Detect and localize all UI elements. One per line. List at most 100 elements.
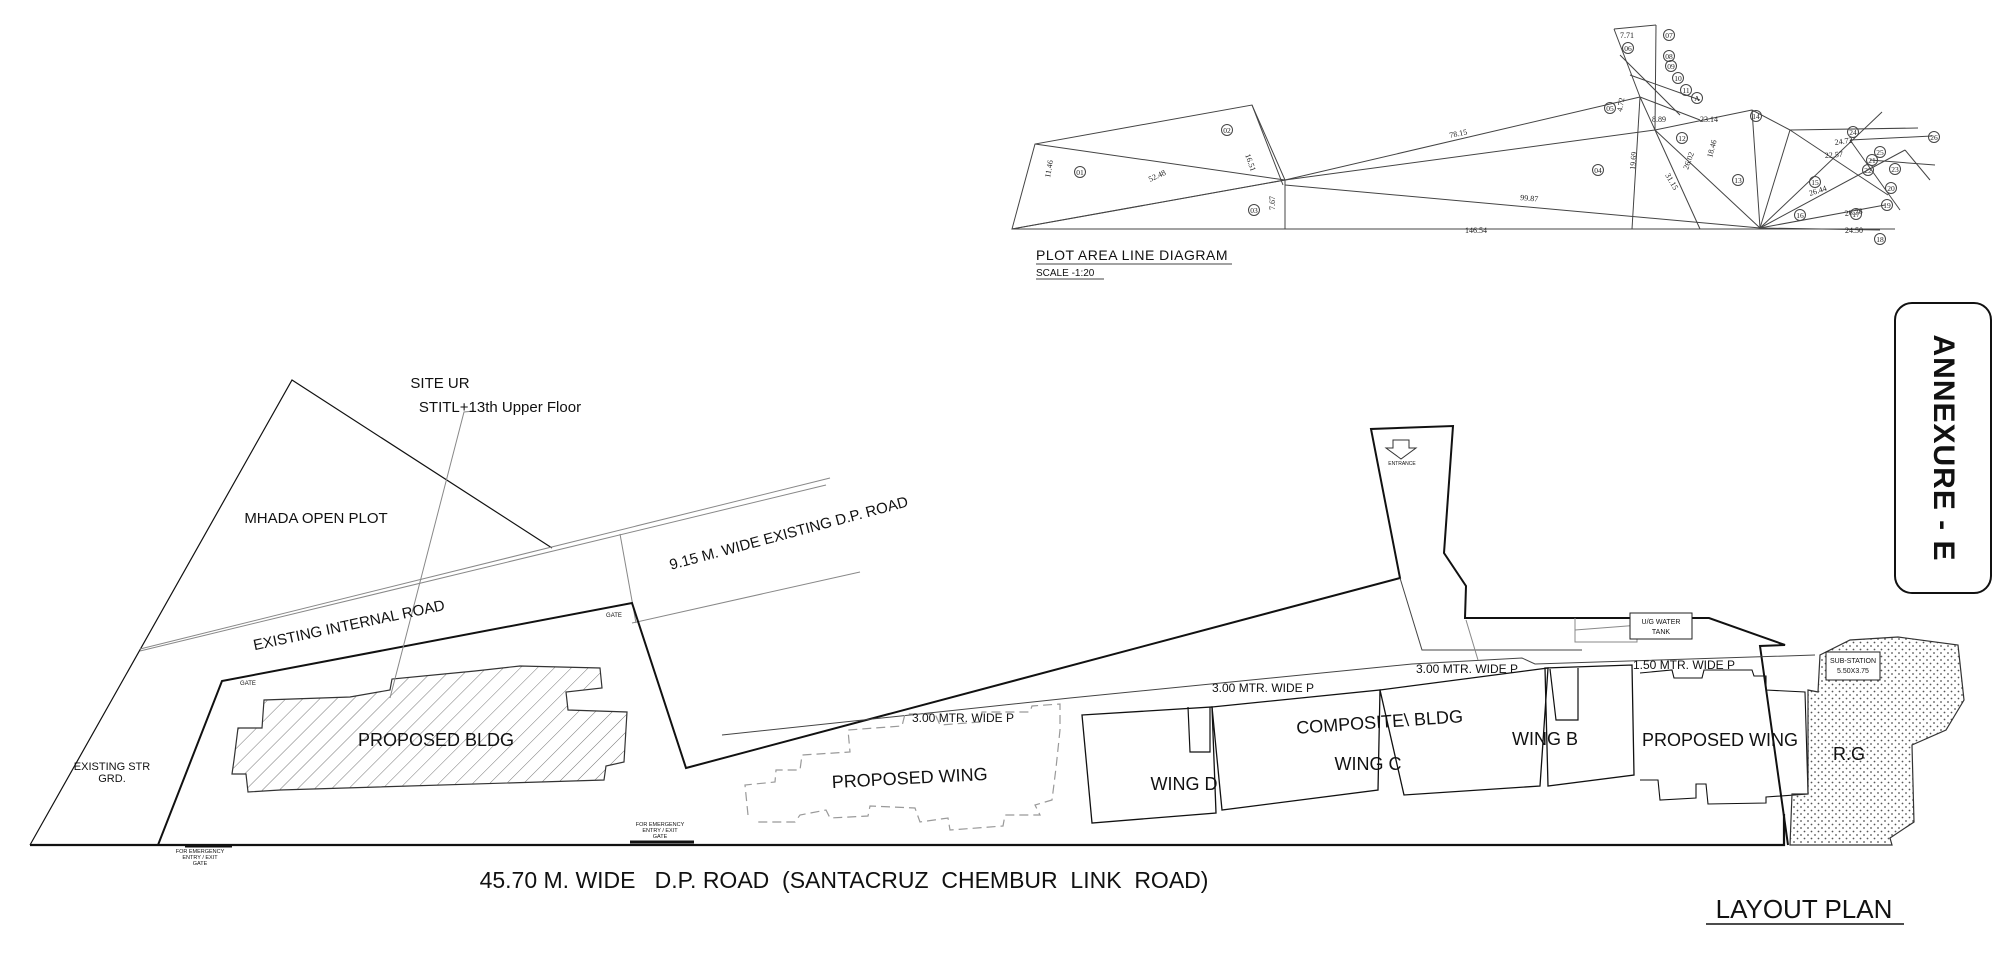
existing-str-label: EXISTING STR bbox=[74, 761, 150, 773]
layout-plan: SITE UR STITL+13th Upper Floor MHADA OPE… bbox=[29, 375, 1965, 925]
substation-box bbox=[1825, 651, 1881, 681]
point-marker: 07 bbox=[1663, 29, 1675, 41]
svg-text:22: 22 bbox=[1864, 166, 1872, 175]
dim-label: 16.51 bbox=[1243, 153, 1258, 173]
point-marker: 12 bbox=[1676, 132, 1688, 144]
point-marker: 24 bbox=[1847, 126, 1859, 138]
project-plot-boundary bbox=[157, 424, 1789, 846]
svg-text:24: 24 bbox=[1849, 128, 1857, 137]
svg-text:07: 07 bbox=[1665, 31, 1673, 40]
ug-water-tank-label: U/G WATER bbox=[1642, 619, 1681, 626]
svg-text:21: 21 bbox=[1868, 156, 1876, 165]
wing-d-outline bbox=[1081, 706, 1217, 824]
proposed-bldg-footprint bbox=[231, 665, 628, 793]
mhada-open-plot-label: MHADA OPEN PLOT bbox=[244, 510, 387, 527]
site-ur-leader bbox=[389, 410, 475, 699]
access-road-edge bbox=[1399, 577, 1582, 651]
svg-text:09: 09 bbox=[1667, 62, 1675, 71]
internal-path bbox=[721, 654, 1816, 736]
stilt-floor-label: STITL+13th Upper Floor bbox=[419, 399, 581, 416]
path-width-label: 3.00 MTR. WIDE P bbox=[1416, 662, 1518, 676]
emergency-gate-label: FOR EMERGENCY bbox=[636, 822, 685, 828]
svg-text:19: 19 bbox=[1883, 201, 1891, 210]
point-marker: 08 bbox=[1663, 50, 1675, 62]
point-marker: 10 bbox=[1672, 72, 1684, 84]
svg-text:25: 25 bbox=[1876, 148, 1884, 157]
svg-text:20: 20 bbox=[1887, 184, 1895, 193]
point-marker: 01 bbox=[1074, 166, 1086, 178]
point-marker: 04 bbox=[1592, 164, 1604, 176]
substation-label: SUB-STATION bbox=[1830, 658, 1876, 665]
point-marker: 05 bbox=[1604, 102, 1616, 114]
dim-label: 146.54 bbox=[1465, 226, 1487, 235]
ug-water-tank-label: TANK bbox=[1652, 629, 1670, 636]
mhada-plot-boundary bbox=[29, 379, 553, 846]
dim-label: 78.15 bbox=[1449, 127, 1468, 140]
point-marker: 21 bbox=[1866, 154, 1878, 166]
svg-text:A: A bbox=[1694, 94, 1700, 103]
svg-text:01: 01 bbox=[1076, 168, 1084, 177]
svg-text:08: 08 bbox=[1665, 52, 1673, 61]
point-marker: 18 bbox=[1874, 233, 1886, 245]
emergency-gate-label: ENTRY / EXIT bbox=[182, 855, 218, 861]
emergency-gate-label: GATE bbox=[653, 834, 668, 840]
dim-label: 4.72 bbox=[1615, 97, 1626, 112]
dim-label: 24.72 bbox=[1834, 136, 1853, 147]
dim-label: 23.14 bbox=[1700, 115, 1718, 124]
point-marker: 23 bbox=[1889, 163, 1901, 175]
svg-text:13: 13 bbox=[1734, 176, 1742, 185]
point-marker: 15 bbox=[1809, 176, 1821, 188]
emergency-gate-label: GATE bbox=[193, 861, 208, 867]
dim-label: 22.57 bbox=[1825, 150, 1844, 160]
proposed-wing-right-label: PROPOSED WING bbox=[1642, 730, 1798, 750]
svg-text:04: 04 bbox=[1594, 166, 1602, 175]
point-marker: 19 bbox=[1881, 199, 1893, 211]
svg-text:18: 18 bbox=[1876, 235, 1884, 244]
point-marker: 22 bbox=[1862, 164, 1874, 176]
dim-label: 11.46 bbox=[1043, 159, 1055, 178]
svg-text:11: 11 bbox=[1682, 86, 1689, 95]
svg-text:12: 12 bbox=[1678, 134, 1686, 143]
svg-text:16: 16 bbox=[1796, 211, 1804, 220]
svg-text:02: 02 bbox=[1223, 126, 1231, 135]
point-marker: 03 bbox=[1248, 204, 1260, 216]
proposed-wing-left-outline bbox=[744, 703, 1061, 831]
emergency-gate-label: FOR EMERGENCY bbox=[176, 849, 225, 855]
diagram-title: PLOT AREA LINE DIAGRAM bbox=[1036, 247, 1228, 263]
dim-label: 26.28 bbox=[1844, 207, 1863, 218]
point-marker: 11 bbox=[1680, 84, 1692, 96]
ug-water-tank-box bbox=[1629, 612, 1693, 640]
annexure-label-box: ANNEXURE - E bbox=[1894, 302, 1992, 594]
proposed-bldg-label: PROPOSED BLDG bbox=[358, 730, 514, 750]
proposed-wing-right-outline bbox=[1639, 669, 1809, 805]
point-marker: 13 bbox=[1732, 174, 1744, 186]
point-marker: 09 bbox=[1665, 60, 1677, 72]
plot-front-boundary bbox=[30, 814, 1786, 847]
diagram-dimensions: 52.48 11.46 16.51 7.67 78.15 99.87 146.5… bbox=[1043, 31, 1863, 235]
path-width-label: 3.00 MTR. WIDE P bbox=[912, 711, 1014, 725]
svg-text:05: 05 bbox=[1606, 104, 1614, 113]
point-marker: 26 bbox=[1928, 131, 1940, 143]
dp-road-915-label: 9.15 M. WIDE EXISTING D.P. ROAD bbox=[668, 494, 911, 574]
entrance-arrow-icon bbox=[1384, 439, 1418, 460]
wing-b-label: WING B bbox=[1512, 729, 1578, 749]
rg-garden-area bbox=[1789, 636, 1965, 846]
wing-c-label: WING C bbox=[1335, 754, 1402, 774]
point-marker: 16 bbox=[1794, 209, 1806, 221]
point-marker: A bbox=[1691, 92, 1703, 104]
point-marker: 06 bbox=[1622, 42, 1634, 54]
dim-label: 31.15 bbox=[1663, 172, 1680, 192]
svg-text:26: 26 bbox=[1930, 133, 1938, 142]
wing-c-outline bbox=[1211, 689, 1381, 811]
diagram-scale: SCALE -1:20 bbox=[1036, 268, 1095, 279]
dim-label: 52.48 bbox=[1147, 168, 1167, 184]
wing-b-end-outline bbox=[1544, 664, 1635, 787]
svg-text:17: 17 bbox=[1852, 210, 1860, 219]
point-marker: 14 bbox=[1750, 110, 1762, 122]
rg-label: R.G bbox=[1833, 744, 1865, 764]
dim-label: 99.87 bbox=[1520, 193, 1539, 204]
svg-text:06: 06 bbox=[1624, 44, 1632, 53]
svg-text:23: 23 bbox=[1891, 165, 1899, 174]
gate-label: GATE bbox=[240, 681, 256, 687]
